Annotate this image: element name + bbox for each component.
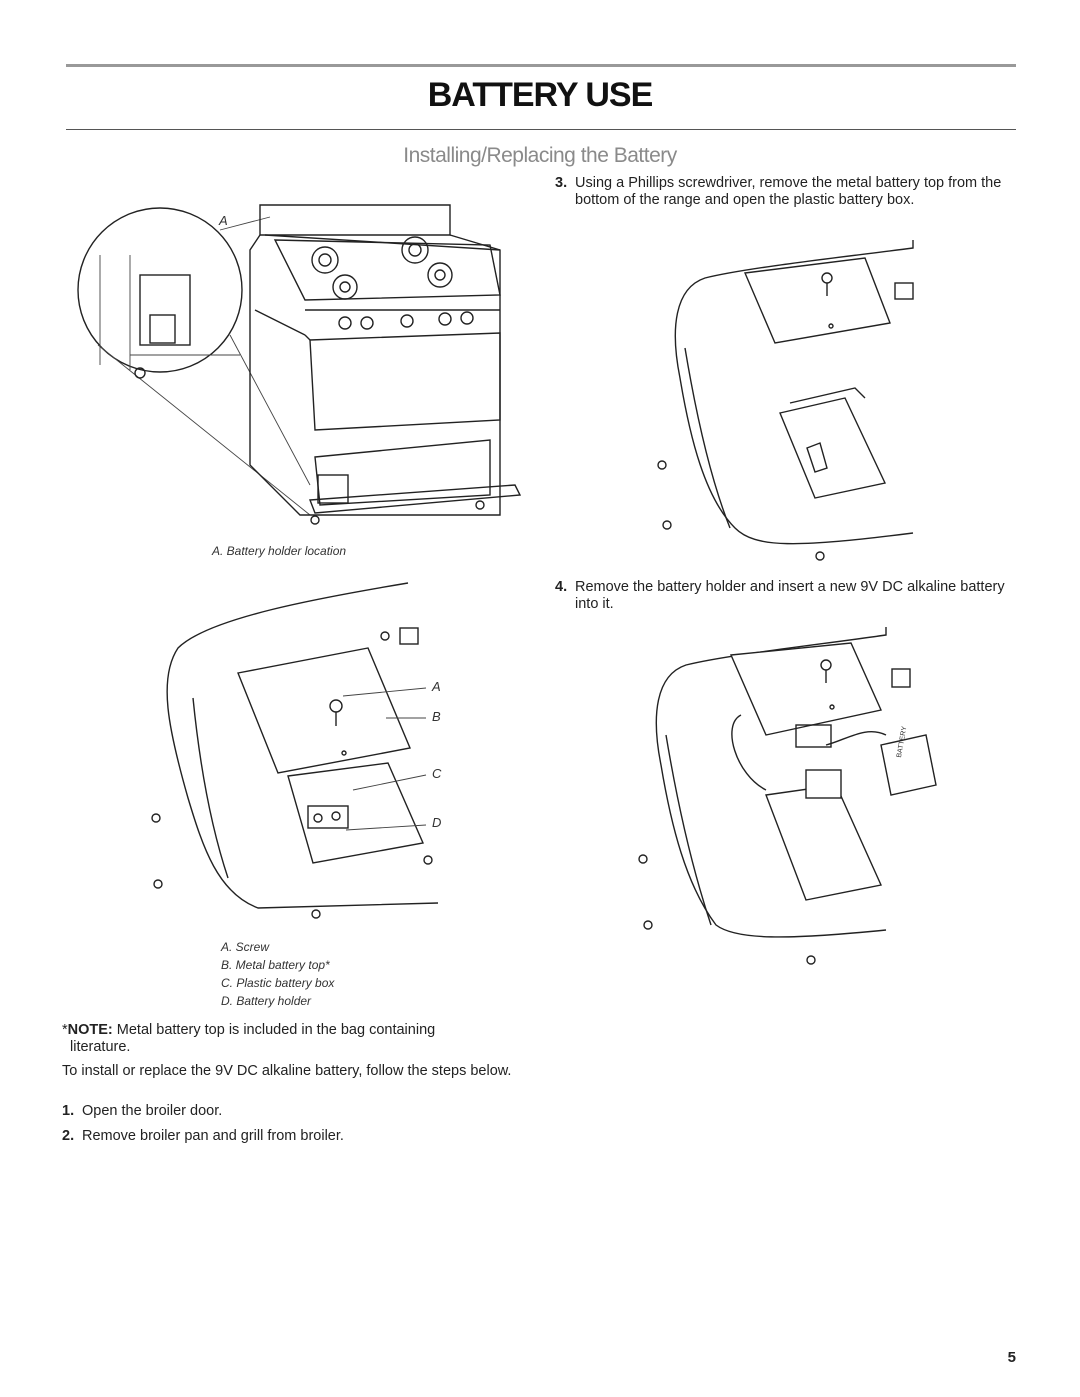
page-number: 5	[1007, 1349, 1016, 1366]
step-3: 3. Using a Phillips screwdriver, remove …	[555, 175, 1015, 229]
step-4: 4. Remove the battery holder and insert …	[555, 579, 1015, 615]
figure2-legend: A. Screw B. Metal battery top* C. Plasti…	[221, 938, 334, 1010]
note-paragraph: *NOTE: Metal battery top is included in …	[62, 1022, 532, 1056]
note-label: NOTE:	[67, 1022, 113, 1038]
figure1-caption: A. Battery holder location	[212, 544, 347, 558]
step-text: Using a Phillips screwdriver, remove the…	[575, 175, 1002, 208]
legend-item: C. Plastic battery box	[221, 976, 335, 990]
figure1-callout-a: A	[219, 213, 228, 228]
step-2: 2. Remove broiler pan and grill from bro…	[62, 1128, 532, 1146]
battery-insert-illustration	[638, 627, 937, 965]
note-asterisk: *	[62, 1022, 68, 1038]
range-illustration	[77, 204, 522, 525]
legend-item: A. Screw	[221, 940, 270, 954]
legend-item: B. Metal battery top*	[221, 958, 330, 972]
title-divider	[66, 129, 1016, 130]
open-battery-box-illustration	[657, 240, 914, 561]
section-subtitle: Installing/Replacing the Battery	[403, 144, 677, 167]
battery-box-illustration	[151, 582, 439, 919]
top-rule	[66, 64, 1016, 67]
step-number: 2.	[62, 1128, 75, 1144]
step-text: Remove broiler pan and grill from broile…	[82, 1128, 344, 1144]
intro-paragraph: To install or replace the 9V DC alkaline…	[62, 1063, 512, 1079]
figure2-callout-c: C	[432, 766, 442, 781]
page-title: BATTERY USE	[427, 76, 654, 114]
note-text-continued: literature.	[70, 1039, 131, 1055]
note-text: Metal battery top is included in the bag…	[112, 1022, 436, 1038]
step-number: 3.	[555, 175, 568, 191]
step-number: 4.	[555, 579, 568, 595]
step-text: Open the broiler door.	[82, 1103, 223, 1119]
step-1: 1. Open the broiler door.	[62, 1103, 532, 1121]
figure2-callout-d: D	[432, 815, 442, 830]
legend-item: D. Battery holder	[221, 994, 312, 1008]
step-text: Remove the battery holder and insert a n…	[575, 579, 1005, 612]
figure2-callout-b: B	[432, 709, 441, 724]
figure2-callout-a: A	[432, 679, 441, 694]
step-number: 1.	[62, 1103, 75, 1119]
